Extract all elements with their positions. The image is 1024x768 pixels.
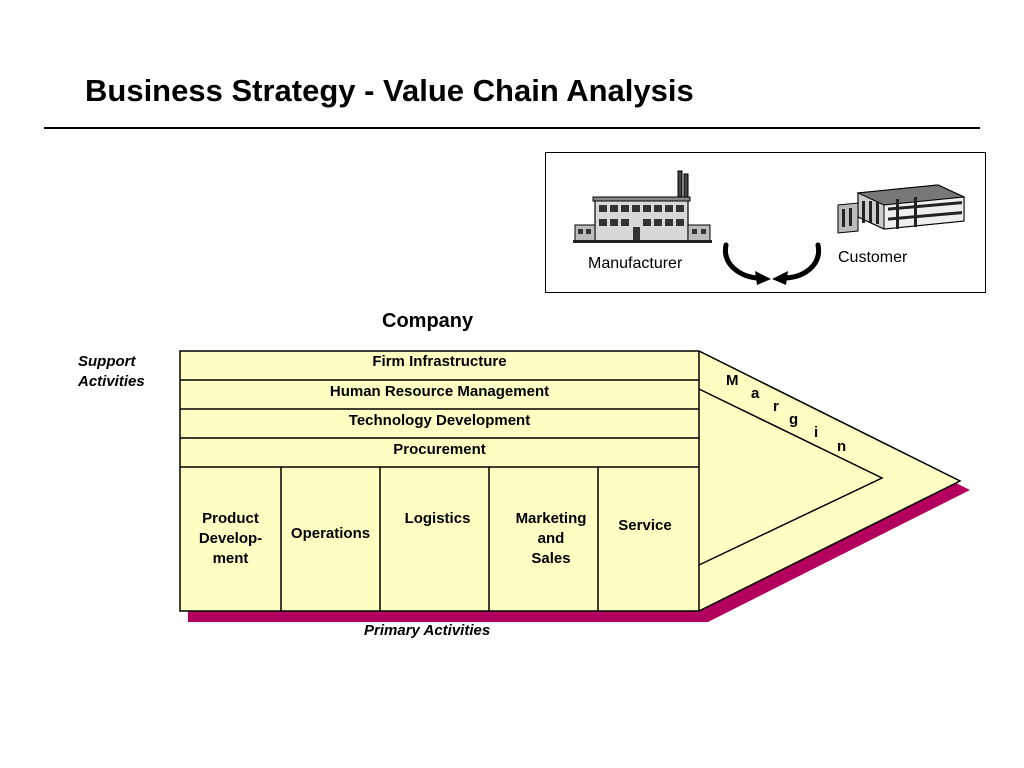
primary-label-line: ment — [212, 550, 249, 567]
support-activities-label: Support Activities — [78, 352, 145, 392]
support-label-line2: Activities — [78, 373, 145, 390]
value-chain-arrow — [179, 350, 962, 612]
margin-letter: r — [773, 398, 779, 415]
support-row-human-resource-management: Human Resource Management — [329, 383, 550, 400]
primary-label-line: and — [537, 530, 565, 547]
curved-arrows-icon — [723, 242, 822, 281]
primary-label-line: Develop- — [198, 530, 263, 547]
support-label-line1: Support — [78, 353, 136, 370]
company-label: Company — [382, 310, 474, 332]
panel-illustration — [573, 170, 966, 285]
margin-letter: i — [814, 424, 819, 441]
office-building-icon — [837, 184, 966, 234]
margin-triangle — [698, 388, 884, 566]
primary-activities-label: Primary Activities — [364, 622, 491, 639]
primary-logistics: Logistics — [380, 509, 495, 529]
primary-label-line: Sales — [531, 550, 571, 567]
primary-marketing-and-sales: Marketing and Sales — [495, 509, 607, 569]
support-row-firm-infrastructure: Firm Infrastructure — [372, 353, 507, 370]
margin-letter: g — [789, 411, 799, 428]
customer-label: Customer — [838, 249, 908, 266]
margin-letter: a — [751, 385, 760, 402]
margin-letter: M — [726, 372, 739, 389]
manufacturer-label: Manufacturer — [588, 255, 683, 272]
primary-label-line: Product — [202, 510, 259, 527]
page-title: Business Strategy - Value Chain Analysis — [85, 73, 694, 108]
support-row-technology-development: Technology Development — [348, 412, 531, 429]
primary-product-development: Product Develop- ment — [180, 509, 281, 569]
primary-label-line: Service — [618, 517, 672, 534]
primary-operations: Operations — [281, 524, 380, 544]
margin-letter: n — [837, 438, 847, 455]
factory-icon — [573, 170, 712, 243]
support-row-procurement: Procurement — [393, 441, 486, 458]
primary-label-line: Operations — [290, 525, 371, 542]
title-divider — [44, 127, 980, 129]
primary-label-line: Logistics — [404, 510, 471, 527]
primary-label-line: Marketing — [515, 510, 587, 527]
primary-service: Service — [598, 516, 692, 536]
manufacturer-customer-panel — [545, 152, 986, 293]
